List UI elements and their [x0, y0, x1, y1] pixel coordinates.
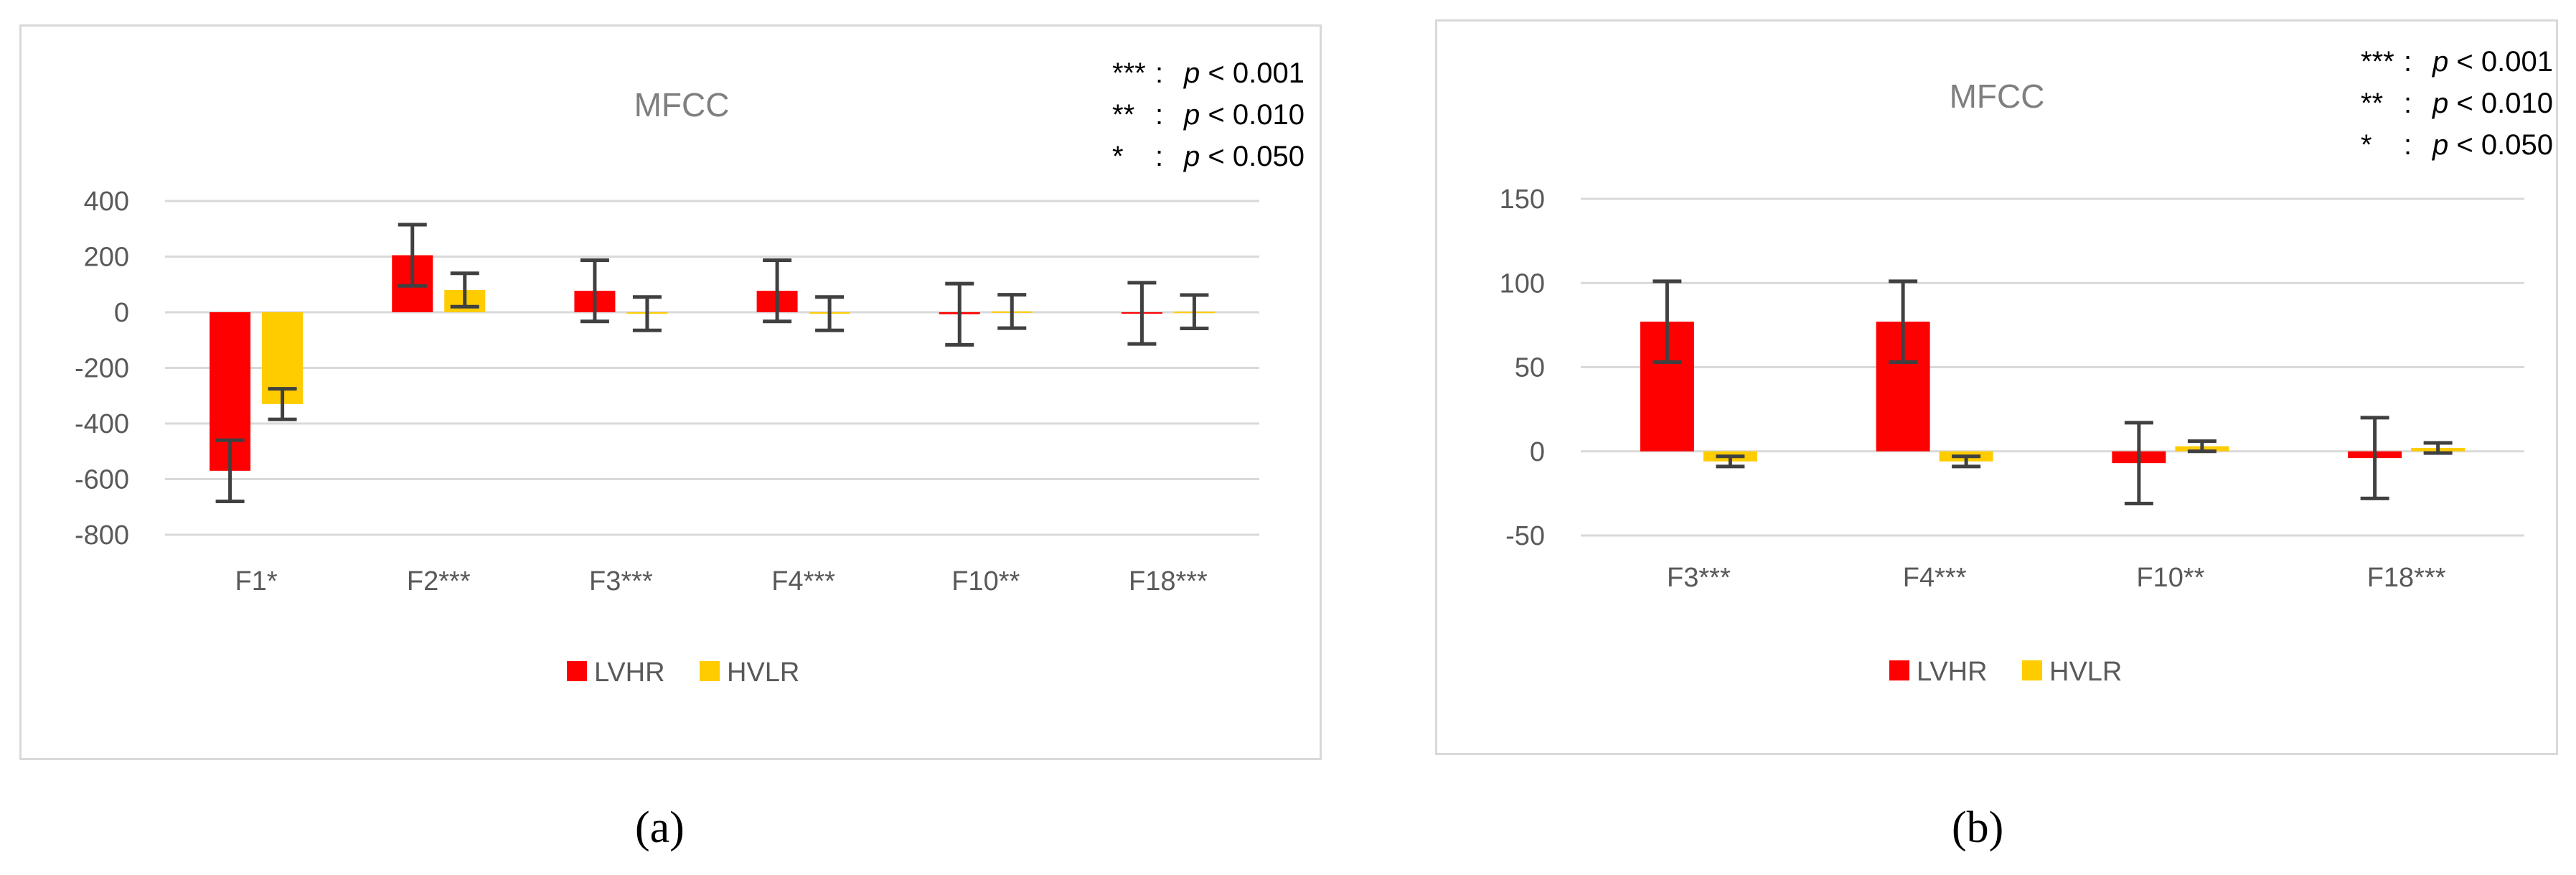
significance-colon: :: [2404, 129, 2412, 161]
p-symbol: p: [1183, 141, 1200, 172]
significance-stars: *: [1112, 141, 1124, 172]
legend-label-hvlr: HVLR: [727, 658, 799, 688]
error-bar-hvlr: [632, 295, 662, 332]
error-bar-hvlr: [997, 293, 1027, 330]
error-bar-lvhr: [2124, 421, 2153, 505]
legend-swatch-lvhr: [1889, 660, 1909, 680]
error-bar-hvlr: [2187, 439, 2217, 454]
y-tick-label: -400: [75, 409, 129, 439]
y-tick-label: -800: [75, 520, 129, 551]
chart-svg-b: MFCC150100500-50F3***F4***F10**F18******…: [1500, 46, 2553, 687]
legend-swatch-hvlr: [700, 661, 720, 681]
significance-threshold: p < 0.001: [1183, 57, 1305, 89]
error-bar-lvhr: [1127, 281, 1157, 346]
significance-threshold: p < 0.010: [2432, 88, 2553, 119]
error-bar-lvhr: [945, 281, 974, 347]
threshold-value: < 0.010: [1200, 99, 1305, 131]
error-bar-lvhr: [1889, 279, 1918, 364]
p-symbol: p: [2432, 129, 2448, 161]
x-category-label: F4***: [1903, 563, 1967, 593]
p-symbol: p: [2432, 46, 2448, 78]
p-symbol: p: [1183, 99, 1200, 131]
significance-colon: :: [1155, 99, 1163, 131]
error-bar-hvlr: [1716, 454, 1745, 469]
x-category-label: F3***: [1667, 563, 1731, 593]
error-bar-hvlr: [815, 295, 845, 332]
p-symbol: p: [2432, 88, 2448, 119]
error-bar-hvlr: [1952, 454, 1981, 469]
significance-stars: ***: [2361, 46, 2394, 78]
y-tick-label: 0: [1530, 437, 1545, 467]
error-bar-hvlr: [268, 387, 297, 421]
y-tick-label: 150: [1500, 184, 1545, 215]
threshold-value: < 0.010: [2448, 88, 2553, 119]
significance-threshold: p < 0.050: [1183, 141, 1305, 172]
p-symbol: p: [1183, 57, 1200, 89]
significance-threshold: p < 0.010: [1183, 99, 1305, 131]
error-bar-lvhr: [580, 258, 609, 324]
chart-title: MFCC: [1950, 78, 2045, 115]
legend-swatch-hvlr: [2022, 660, 2042, 680]
x-category-label: F2***: [407, 566, 471, 596]
y-tick-label: -200: [75, 354, 129, 384]
y-tick-label: -600: [75, 465, 129, 495]
error-bar-lvhr: [398, 223, 427, 288]
y-tick-label: 100: [1500, 268, 1545, 299]
x-category-label: F10**: [2136, 563, 2204, 593]
x-category-label: F4***: [771, 566, 835, 596]
threshold-value: < 0.050: [1200, 141, 1305, 172]
x-category-label: F3***: [589, 566, 653, 596]
x-category-label: F18***: [1129, 566, 1208, 596]
significance-stars: ***: [1112, 57, 1146, 89]
y-tick-label: 50: [1515, 353, 1545, 383]
error-bar-lvhr: [763, 258, 792, 324]
y-tick-label: -50: [1505, 521, 1545, 551]
significance-colon: :: [1155, 57, 1163, 89]
y-tick-label: 400: [84, 187, 129, 217]
significance-threshold: p < 0.001: [2432, 46, 2553, 78]
error-bar-lvhr: [215, 438, 245, 503]
x-category-label: F10**: [951, 566, 1020, 596]
significance-stars: *: [2361, 129, 2372, 161]
threshold-value: < 0.001: [1200, 57, 1305, 89]
legend-swatch-lvhr: [567, 661, 587, 681]
significance-threshold: p < 0.050: [2432, 129, 2553, 161]
error-bar-hvlr: [1180, 293, 1209, 330]
x-category-label: F18***: [2367, 563, 2446, 593]
y-tick-label: 200: [84, 243, 129, 273]
threshold-value: < 0.001: [2448, 46, 2553, 78]
error-bar-lvhr: [1653, 279, 1682, 364]
significance-colon: :: [1155, 141, 1163, 172]
legend-label-lvhr: LVHR: [1917, 657, 1988, 687]
significance-colon: :: [2404, 88, 2412, 119]
error-bar-hvlr: [2423, 441, 2453, 455]
chart-title: MFCC: [634, 86, 730, 123]
caption-b: (b): [1952, 803, 2004, 852]
error-bar-lvhr: [2360, 416, 2389, 500]
error-bar-hvlr: [450, 271, 479, 309]
threshold-value: < 0.050: [2448, 129, 2553, 161]
y-tick-label: 0: [114, 298, 129, 328]
significance-stars: **: [1112, 99, 1134, 131]
x-category-label: F1*: [235, 566, 278, 596]
significance-colon: :: [2404, 46, 2412, 78]
caption-a: (a): [635, 803, 685, 852]
legend-label-hvlr: HVLR: [2049, 657, 2122, 687]
legend-label-lvhr: LVHR: [594, 658, 665, 688]
significance-stars: **: [2361, 88, 2383, 119]
